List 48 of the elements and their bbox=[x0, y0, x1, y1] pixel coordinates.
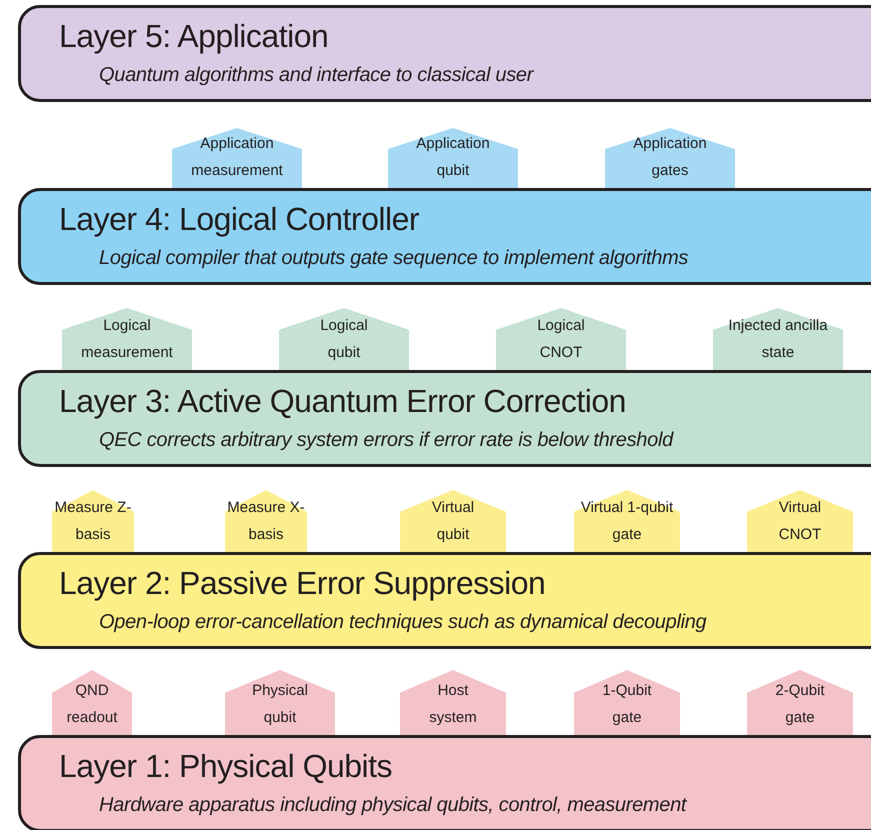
arrow-tab bbox=[172, 128, 302, 188]
tab-label: Injected ancilla state bbox=[727, 316, 829, 363]
layer-title: Layer 1: Physical Qubits bbox=[59, 748, 392, 785]
layer-title: Layer 5: Application bbox=[59, 18, 328, 55]
tab-label: Application qubit bbox=[415, 134, 491, 181]
tab-label: Host system bbox=[428, 681, 478, 728]
tab-label: 2-Qubit gate bbox=[774, 681, 826, 728]
layer-band bbox=[18, 188, 871, 285]
arrow-tab bbox=[400, 670, 506, 735]
tab-label: Virtual CNOT bbox=[778, 498, 822, 545]
layer-title: Layer 2: Passive Error Suppression bbox=[59, 565, 546, 602]
tab-label: Virtual qubit bbox=[430, 498, 476, 545]
layer-title: Layer 4: Logical Controller bbox=[59, 201, 420, 238]
layer-description: Quantum algorithms and interface to classical user bbox=[99, 64, 534, 87]
tab-label: Virtual 1-qubit gate bbox=[580, 498, 674, 545]
arrow-tab bbox=[388, 128, 518, 188]
tab-label: Measure X-basis bbox=[227, 498, 305, 545]
tab-label: Measure Z-basis bbox=[54, 498, 132, 545]
arrow-tab bbox=[747, 670, 853, 735]
arrow-tab bbox=[605, 128, 735, 188]
arrow-tab bbox=[400, 490, 506, 552]
arrow-tab bbox=[713, 308, 843, 370]
layer-band bbox=[18, 552, 871, 649]
layer-description: QEC corrects arbitrary system errors if error rate is below threshold bbox=[99, 429, 673, 452]
arrow-tab bbox=[225, 490, 307, 552]
tab-label: Application gates bbox=[632, 134, 708, 181]
arrow-tab bbox=[496, 308, 626, 370]
arrow-tab bbox=[52, 670, 132, 735]
arrow-tab bbox=[62, 308, 192, 370]
layer-description: Open-loop error-cancellation techniques such as dynamical decoupling bbox=[99, 611, 706, 634]
arrow-tab bbox=[52, 490, 134, 552]
arrow-tab bbox=[225, 670, 335, 735]
layer-description: Hardware apparatus including physical qubits, control, measurement bbox=[99, 794, 686, 817]
arrow-tab bbox=[747, 490, 853, 552]
tab-label: Logical measurement bbox=[80, 316, 174, 363]
layer-title: Layer 3: Active Quantum Error Correction bbox=[59, 383, 626, 420]
arrow-tab bbox=[574, 670, 680, 735]
tab-label: Physical qubit bbox=[251, 681, 309, 728]
tab-label: Application measurement bbox=[190, 134, 284, 181]
tab-label: Logical CNOT bbox=[536, 316, 586, 363]
arrow-tab bbox=[279, 308, 409, 370]
layer-band bbox=[18, 370, 871, 467]
arrow-tab bbox=[574, 490, 680, 552]
layer-description: Logical compiler that outputs gate sequence to implement algorithms bbox=[99, 247, 688, 270]
tab-label: 1-Qubit gate bbox=[601, 681, 653, 728]
tab-label: QND readout bbox=[66, 681, 118, 728]
layer-band bbox=[18, 5, 871, 102]
tab-label: Logical qubit bbox=[319, 316, 369, 363]
